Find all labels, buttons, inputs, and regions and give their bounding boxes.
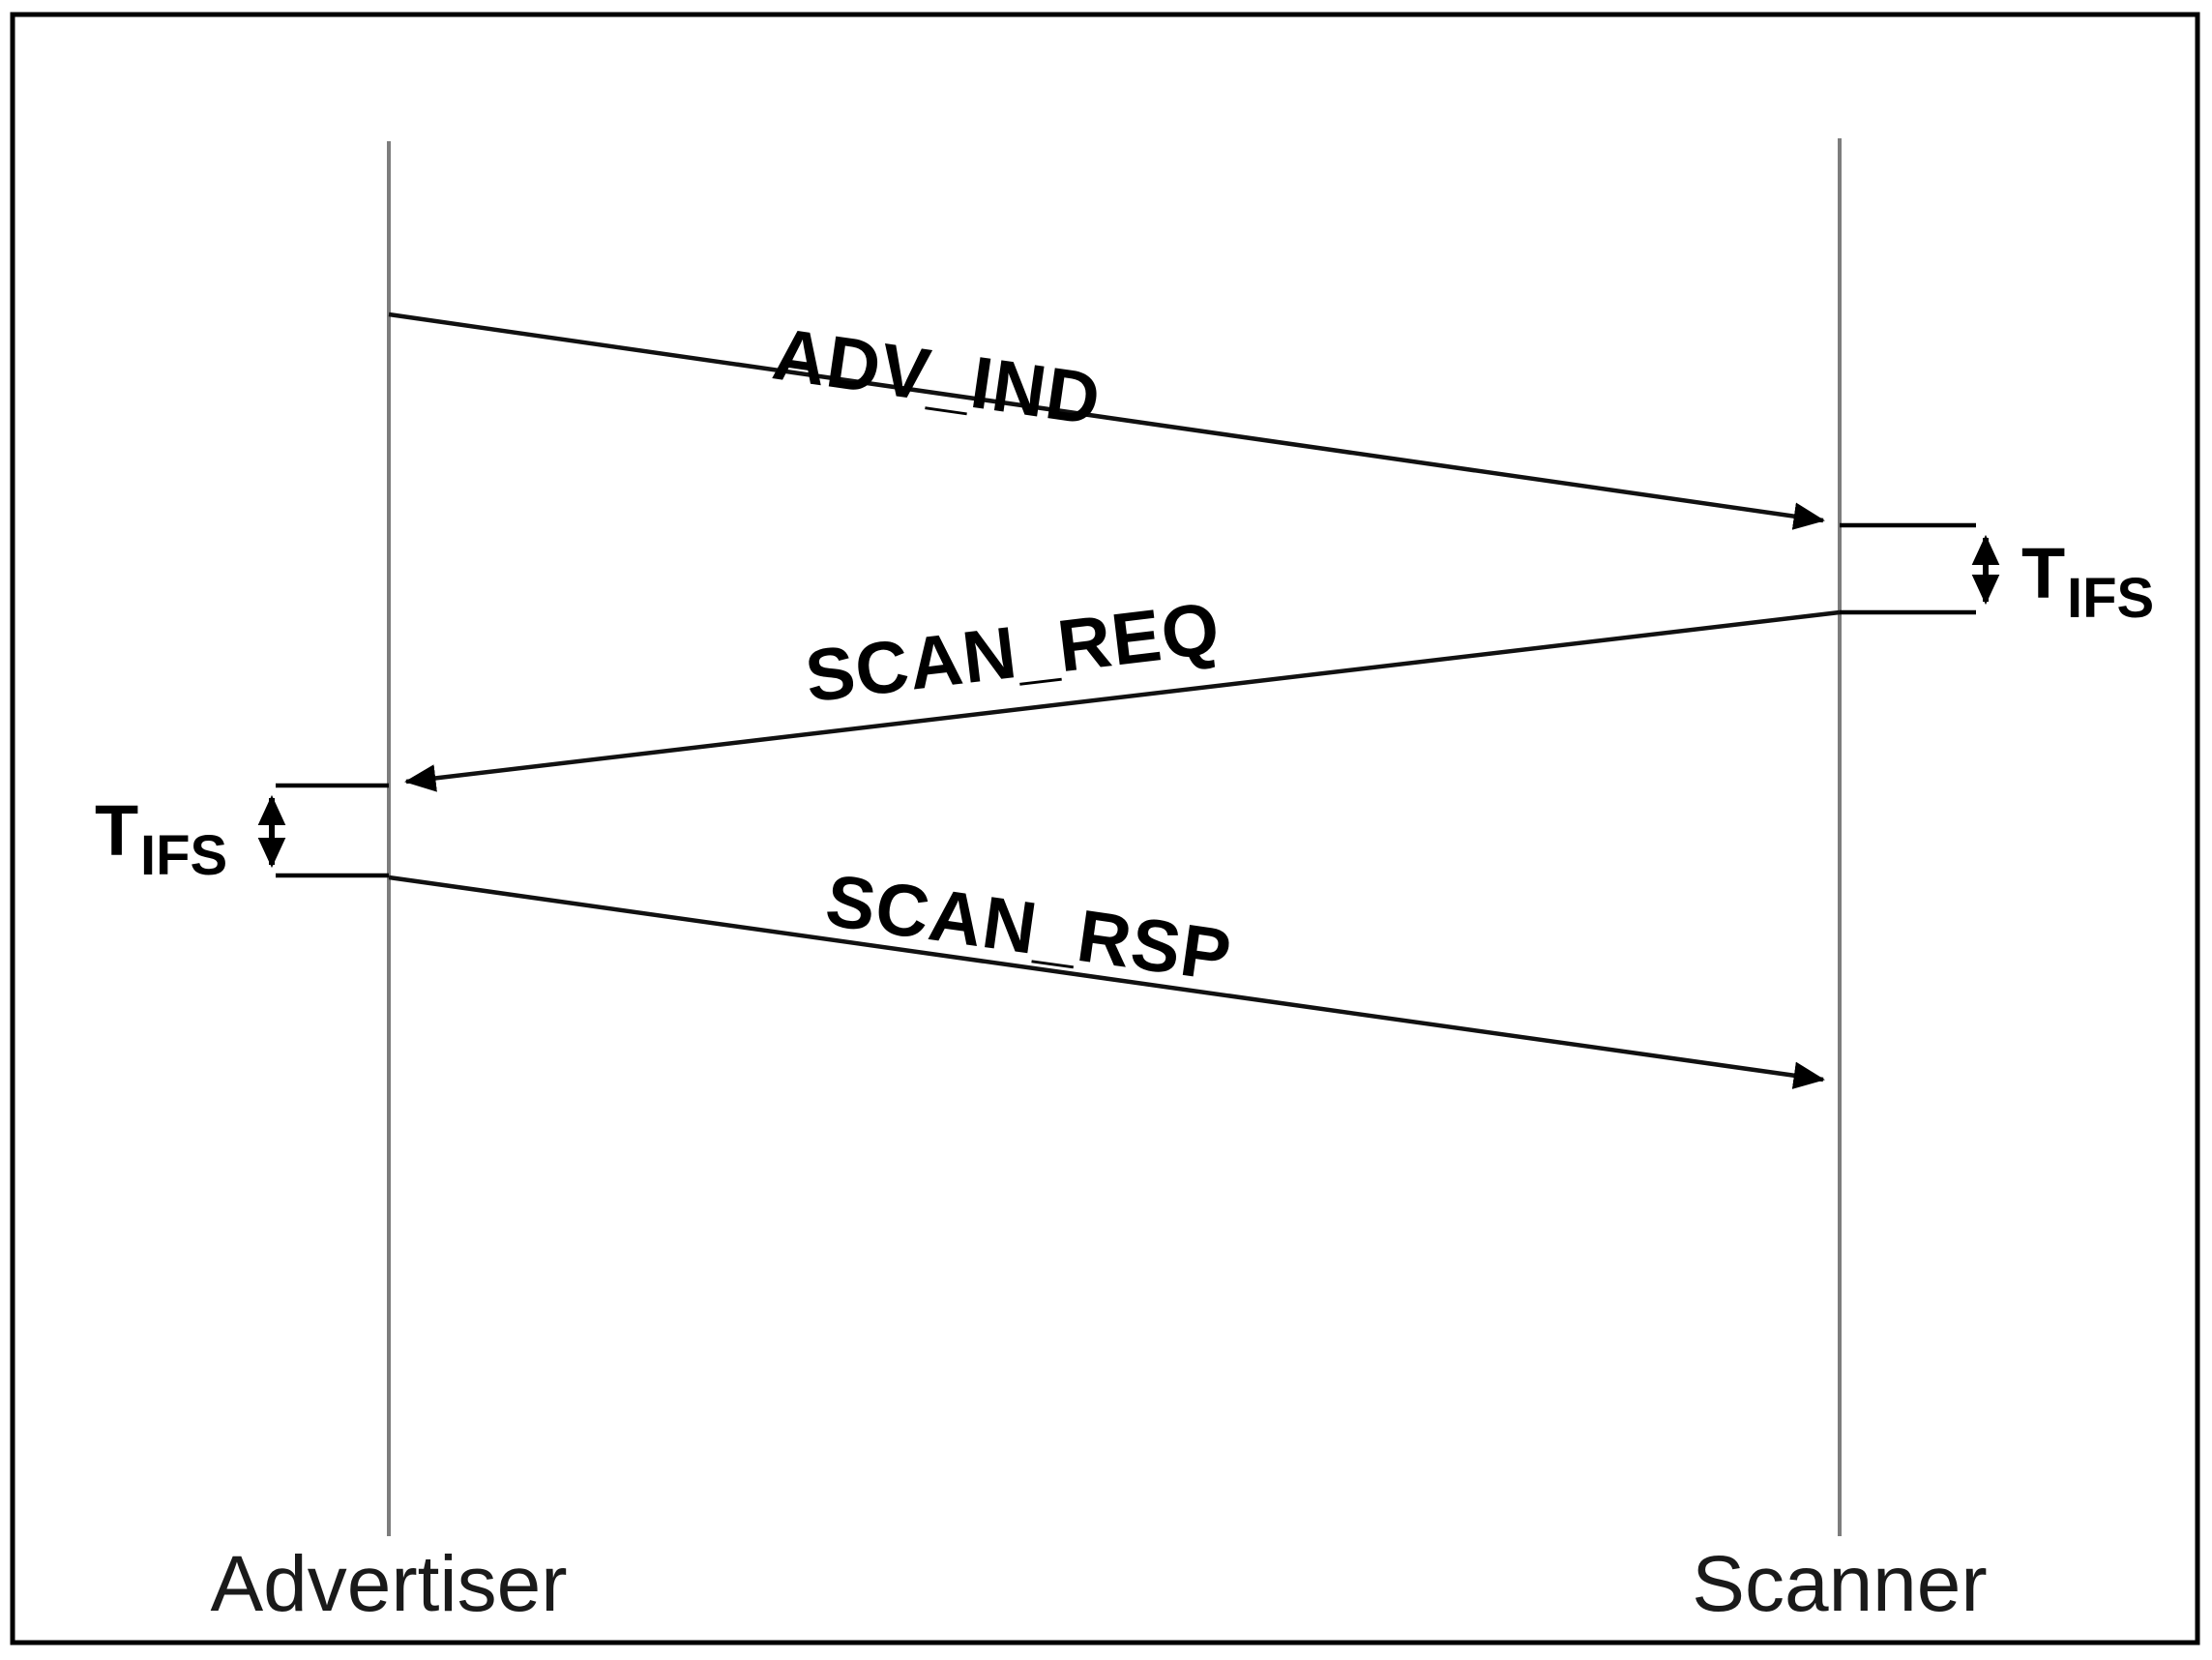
message-arrow-scan-rsp: [388, 874, 1825, 1089]
tifs-advertiser-subscript: IFS: [140, 824, 227, 887]
message-label-adv-ind: ADV_IND: [768, 312, 1106, 441]
message-label-scan-rsp-group: SCAN_RSP: [821, 859, 1237, 997]
message-label-scan-req: SCAN_REQ: [801, 587, 1224, 718]
diagram-border: [10, 12, 2200, 1645]
message-arrow-scan-req: [404, 609, 1841, 792]
tifs-scanner-subscript: IFS: [2067, 567, 2154, 630]
tifs-advertiser-symbol: T: [95, 790, 138, 871]
tifs-annotation-advertiser: T IFS: [95, 783, 389, 887]
actor-label-scanner: Scanner: [1692, 1540, 1987, 1628]
message-label-adv-ind-group: ADV_IND: [768, 312, 1106, 441]
tifs-scanner-symbol: T: [2021, 533, 2065, 613]
message-label-scan-rsp: SCAN_RSP: [821, 859, 1237, 997]
tifs-annotation-scanner: T IFS: [1840, 522, 2154, 630]
message-arrow-adv-ind: [388, 311, 1825, 530]
message-label-scan-req-group: SCAN_REQ: [801, 587, 1224, 718]
actor-label-advertiser: Advertiser: [210, 1540, 567, 1628]
